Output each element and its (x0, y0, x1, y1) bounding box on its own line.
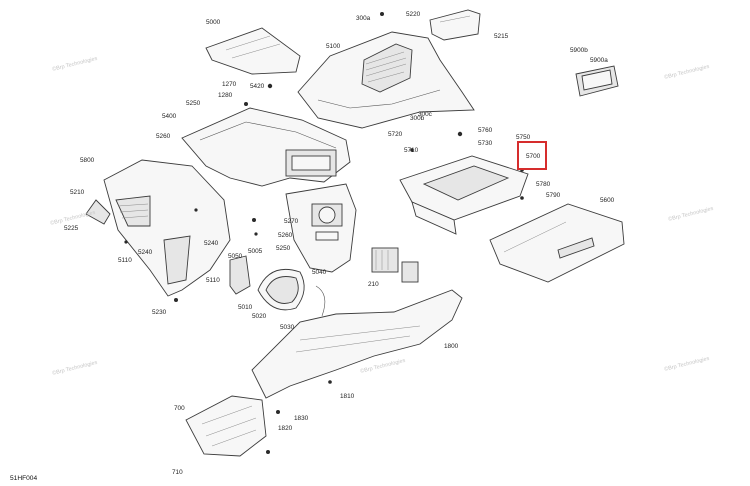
left-bracket (85, 199, 111, 225)
part-label: 5260 (278, 232, 293, 239)
part-label: 1280 (218, 92, 233, 99)
fastener-markers (124, 12, 524, 454)
part-label: 1270 (222, 81, 237, 88)
diagram-code: 51HF004 (10, 475, 38, 482)
part-label: 5760 (478, 127, 493, 134)
part-label: 5600 (600, 197, 615, 204)
part-label: 5250 (186, 100, 201, 107)
part-label: 5005 (248, 248, 263, 255)
part-label: 5800 (80, 157, 95, 164)
highlight-box (517, 141, 547, 170)
part-label: 300c (418, 111, 432, 118)
part-label: 1820 (278, 425, 293, 432)
part-label: 5240 (204, 240, 219, 247)
left-side-panel (103, 159, 231, 297)
part-label: 5720 (388, 131, 403, 138)
part-label: 5040 (312, 269, 327, 276)
upper-cover-panel (205, 27, 301, 75)
storage-lid (489, 203, 625, 283)
part-label: 5900a (590, 57, 608, 64)
part-label: 5210 (70, 189, 85, 196)
part-label: 5790 (546, 192, 561, 199)
part-label: 5400 (162, 113, 177, 120)
part-label: 5110 (206, 277, 220, 284)
part-label: 5730 (478, 140, 493, 147)
lower-closeout-panel (185, 395, 267, 457)
part-label: 1830 (294, 415, 309, 422)
part-label: 5000 (206, 19, 221, 26)
mount-bracket (229, 255, 251, 295)
part-label: 5780 (536, 181, 551, 188)
storage-compartment-5700 (399, 155, 529, 235)
lower-floor-tunnel (251, 289, 463, 399)
part-label: 5420 (250, 83, 265, 90)
air-vent-grille (371, 247, 419, 283)
part-label: 5240 (138, 249, 153, 256)
part-label: 5750 (516, 134, 531, 141)
gauge-bezel (257, 268, 326, 317)
part-label: 700 (174, 405, 185, 412)
part-label: 300b (410, 115, 425, 122)
part-label: 5215 (494, 33, 509, 40)
part-label: 300a (356, 15, 371, 22)
part-label: 5230 (152, 309, 167, 316)
indicator-lens (575, 65, 619, 97)
part-label: 1810 (340, 393, 355, 400)
center-dash-frame (181, 107, 351, 187)
part-label: 5050 (228, 253, 243, 260)
part-label: 5100 (326, 43, 341, 50)
part-label: 210 (368, 281, 379, 288)
part-label: 5220 (406, 11, 421, 18)
part-label: 1800 (444, 343, 459, 350)
part-label: 710 (172, 469, 183, 476)
small-access-cover (429, 9, 481, 41)
part-label: 5900b (570, 47, 588, 54)
part-label: 5260 (156, 133, 171, 140)
part-label: 5030 (280, 324, 295, 331)
center-console-stack (285, 183, 357, 273)
part-label: 5110 (118, 257, 132, 264)
part-label: 5020 (252, 313, 267, 320)
dashboard-upper-panel (297, 31, 475, 129)
part-label: 5270 (284, 218, 299, 225)
part-label: 5225 (64, 225, 79, 232)
part-label: 5010 (238, 304, 253, 311)
part-label: 5710 (404, 147, 419, 154)
part-label-highlighted: 5700 (526, 153, 541, 160)
part-label: 5250 (276, 245, 291, 252)
